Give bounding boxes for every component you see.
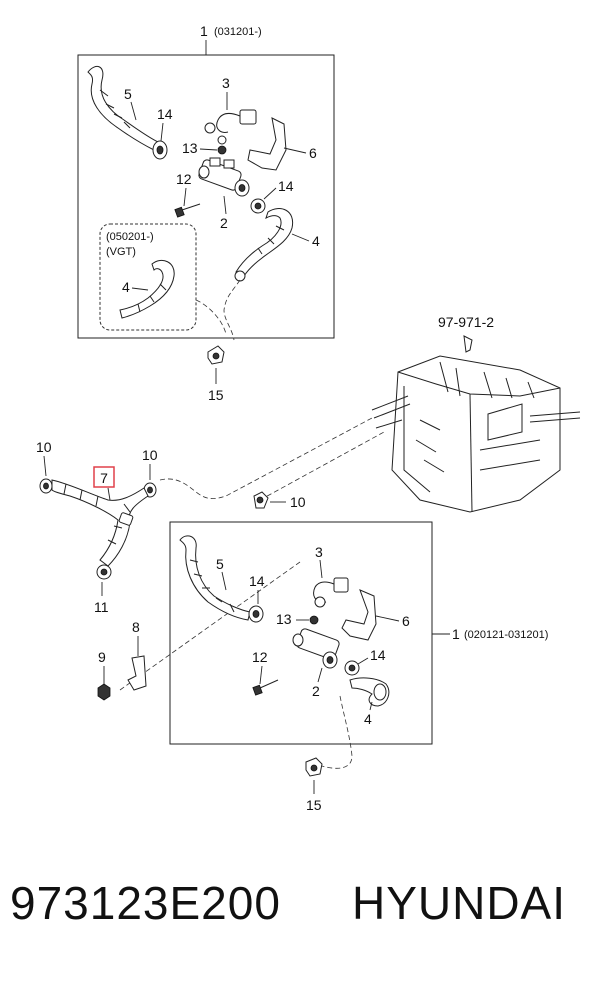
callout-13-bottom: 13	[276, 611, 292, 627]
bottom-ref-range: (020121-031201)	[464, 629, 548, 641]
actuator-3-top	[204, 109, 257, 145]
clip-15-bottom	[305, 757, 323, 777]
top-assembly-frame	[77, 54, 335, 339]
callout-7: 7	[100, 470, 108, 486]
bottom-assembly-group: 1 (020121-031201)	[169, 521, 548, 745]
callout-5-bottom: 5	[216, 556, 224, 572]
left-hose-assembly: 10 10 11 7	[36, 439, 158, 615]
callout-11: 11	[94, 599, 109, 615]
part-7-highlight-box	[93, 466, 115, 488]
product-caption: 973123E200 HYUNDAI	[0, 876, 600, 956]
callout-2-top: 2	[220, 215, 228, 231]
clip-15-top	[207, 345, 225, 365]
inset-variant: (VGT)	[106, 246, 136, 258]
nut-9	[97, 683, 111, 701]
heater-ref-label: 97-971-2	[438, 314, 494, 330]
hose-4-vgt	[119, 260, 175, 319]
vgt-inset-frame	[99, 223, 197, 331]
callout-10-mid: 10	[142, 447, 158, 463]
brand-name: HYUNDAI	[352, 877, 567, 929]
bracket-6-top	[247, 117, 287, 171]
parts-diagram: 1 (031201-)	[36, 23, 581, 813]
fitting-13-bottom	[309, 615, 319, 625]
bolt-12-top	[174, 203, 201, 218]
callout-12-top: 12	[176, 171, 192, 187]
callout-4-top: 4	[312, 233, 320, 249]
part-number: 973123E200	[10, 877, 281, 929]
hose-4-top	[235, 208, 294, 277]
heater-valve-bottom	[292, 628, 340, 669]
callout-14-bottom: 14	[249, 573, 265, 589]
callout-13-top: 13	[182, 140, 198, 156]
actuator-3-bottom	[313, 577, 349, 608]
callout-15-bottom: 15	[306, 797, 322, 813]
heater-unit: 97-971-2	[371, 314, 581, 513]
callout-12-bottom: 12	[252, 649, 268, 665]
callout-6-top: 6	[309, 145, 317, 161]
bottom-assembly-frame	[169, 521, 433, 745]
hose-5-top	[87, 65, 159, 151]
bracket-6-bottom	[341, 589, 377, 641]
callout-6-bottom: 6	[402, 613, 410, 629]
heater-valve-top	[198, 157, 250, 197]
callout-14-top: 14	[157, 106, 173, 122]
callout-14b-top: 14	[278, 178, 294, 194]
hose-5-bottom	[179, 535, 251, 621]
callout-10-right: 10	[290, 494, 306, 510]
bottom-ref-label: 1	[452, 626, 460, 642]
clamp-10-right	[253, 491, 269, 509]
callout-10-left: 10	[36, 439, 52, 455]
callout-4-vgt: 4	[122, 279, 130, 295]
top-ref-label: 1	[200, 23, 208, 39]
callout-3-top: 3	[222, 75, 230, 91]
inset-range: (050201-)	[106, 231, 154, 243]
callout-9: 9	[98, 649, 106, 665]
callout-15-top: 15	[208, 387, 224, 403]
bracket-8	[127, 655, 147, 691]
callout-3-bottom: 3	[315, 544, 323, 560]
callout-4-bottom: 4	[364, 711, 372, 727]
fitting-13-top	[217, 145, 227, 155]
callout-14b-bottom: 14	[370, 647, 386, 663]
top-ref-range: (031201-)	[214, 26, 262, 38]
callout-2-bottom: 2	[312, 683, 320, 699]
callout-5-top: 5	[124, 86, 132, 102]
callout-8: 8	[132, 619, 140, 635]
bolt-12-bottom	[252, 679, 279, 696]
hose-7-y-assembly	[51, 479, 149, 567]
top-assembly-group: 1 (031201-)	[77, 23, 335, 339]
